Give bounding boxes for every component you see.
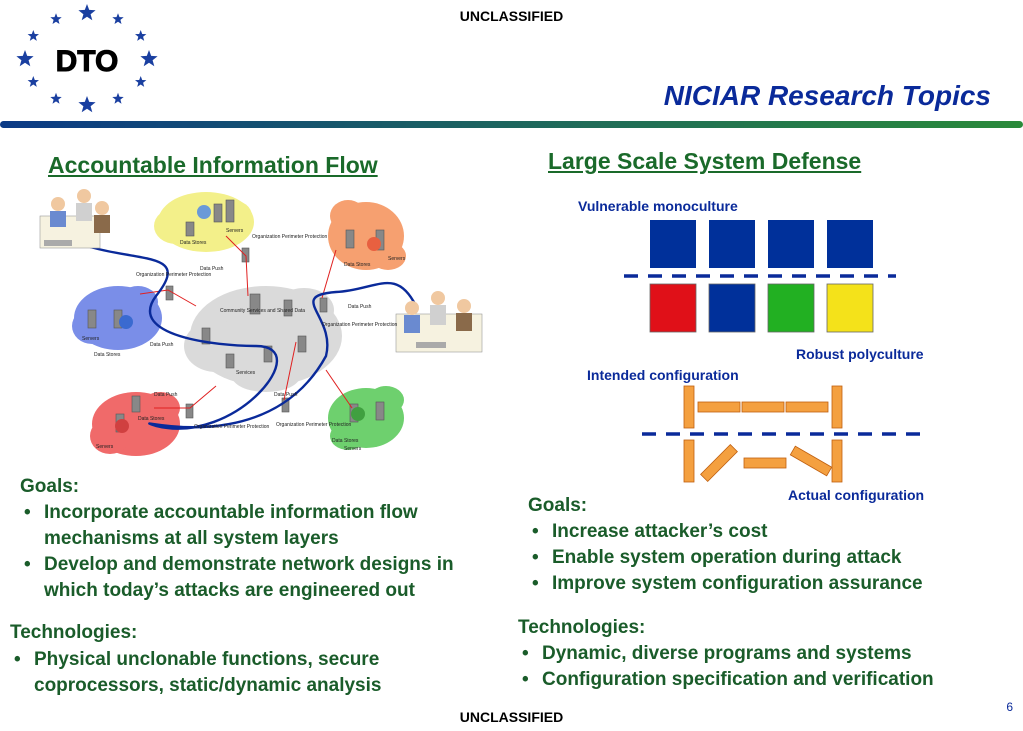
left-heading: Accountable Information Flow [48,152,378,178]
right-tech-2: Configuration specification and verifica… [518,667,1008,693]
polyculture-block [767,283,815,333]
monoculture-block [709,220,755,268]
dto-logo: DTO [12,4,162,114]
monoculture-block [650,220,696,268]
right-heading: Large Scale System Defense [548,148,862,174]
left-goals-heading: Goals: [20,476,80,497]
label-servers-b: Servers [96,444,114,450]
actual-config-label: Actual configuration [788,487,925,503]
people-group-left [39,189,110,249]
label-community: Community Services and Shared Data [220,308,305,314]
label-servers-tr: Servers [388,256,406,262]
star-icon [78,96,96,113]
polyculture-block [708,283,756,333]
intended-configuration [683,385,843,429]
star-icon [27,76,39,87]
label-data-push-b: Data Push [154,392,178,398]
page-title: NICIAR Research Topics [663,80,991,111]
label-data-push-l: Data Push [150,342,174,348]
logo-text: DTO [56,45,119,78]
star-icon [112,92,124,104]
left-tech-heading: Technologies: [10,622,138,643]
right-goal-1: Increase attacker’s cost [528,519,998,545]
star-icon [50,13,62,24]
cloud-bottom-right [328,386,404,450]
shield-icons [115,205,381,433]
configuration-diagram [640,380,930,490]
monoculture-label: Vulnerable monoculture [578,198,738,214]
right-tech-list: Dynamic, diverse programs and systems Co… [518,641,1008,693]
star-ring-icon: DTO [16,4,158,113]
polyculture-blocks [649,283,874,333]
star-icon [135,76,147,87]
polyculture-block [649,283,697,333]
label-org-perimeter-3: Organization Perimeter Protection [322,322,398,328]
label-data-stores-tr: Data Stores [344,262,371,268]
label-servers-br: Servers [344,446,362,452]
data-push-lines [139,235,353,409]
accountable-flow-path [65,236,418,430]
monoculture-diagram [620,214,920,344]
actual-configuration [683,439,843,483]
label-data-stores-tl: Data Stores [180,240,207,246]
star-icon [140,50,158,67]
left-goal-2: Develop and demonstrate network designs … [20,552,510,604]
information-flow-diagram: Servers Data Stores Data Push Organizati… [36,186,496,466]
classification-bottom: UNCLASSIFIED [459,709,564,725]
monoculture-blocks [650,220,873,268]
polyculture-block [826,283,874,333]
label-data-push-br: Data Push [274,392,298,398]
left-goal-1: Incorporate accountable information flow… [20,500,510,552]
right-goal-3: Improve system configuration assurance [528,571,998,597]
label-data-stores-l: Data Stores [94,352,121,358]
label-data-push-r: Data Push [348,304,372,310]
monoculture-block [827,220,873,268]
right-tech-1: Dynamic, diverse programs and systems [518,641,1008,667]
page-number: 6 [1006,700,1013,714]
label-servers-tl: Servers [226,228,244,234]
classification-top: UNCLASSIFIED [459,8,564,24]
label-org-perimeter-5: Organization Perimeter Protection [276,422,352,428]
right-goals-heading: Goals: [528,495,588,516]
right-tech-heading: Technologies: [518,617,646,638]
cloud-top-right [328,200,406,270]
star-icon [78,4,96,21]
polyculture-label: Robust polyculture [796,346,924,362]
left-goals-list: Incorporate accountable information flow… [20,500,510,604]
monoculture-block [768,220,814,268]
left-tech-1: Physical unclonable functions, secure co… [10,647,450,699]
star-icon [27,30,39,41]
left-tech-list: Physical unclonable functions, secure co… [10,647,450,699]
right-goals-list: Increase attacker’s cost Enable system o… [528,519,998,597]
label-servers-l: Servers [82,336,100,342]
star-icon [135,30,147,41]
label-data-stores-b: Data Stores [138,416,165,422]
title-divider [0,121,1023,128]
label-org-perimeter-4: Organization Perimeter Protection [194,424,270,430]
right-goal-2: Enable system operation during attack [528,545,998,571]
star-icon [112,13,124,24]
label-org-perimeter-1: Organization Perimeter Protection [136,272,212,278]
label-data-stores-br: Data Stores [332,438,359,444]
label-org-perimeter-2: Organization Perimeter Protection [252,234,328,240]
star-icon [16,50,34,67]
people-group-right [395,291,483,353]
label-services: Services [236,370,256,376]
intended-config-label: Intended configuration [587,367,739,383]
star-icon [50,92,62,104]
label-data-push-tl: Data Push [200,266,224,272]
